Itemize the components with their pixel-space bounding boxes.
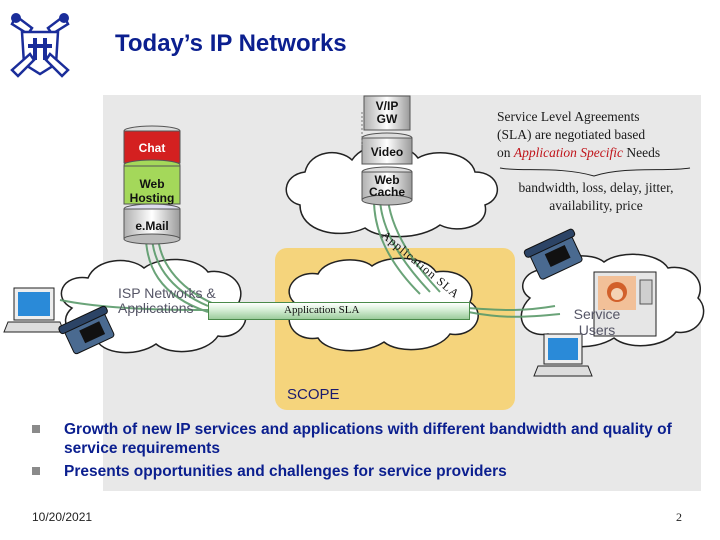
service-users-label: Service Users xyxy=(567,306,627,338)
server-email-label: e.Mail xyxy=(135,219,168,233)
sla-note-line1: Service Level Agreements xyxy=(497,108,697,126)
qos-params: bandwidth, loss, delay, jitter, availabi… xyxy=(498,179,694,215)
page-number: 2 xyxy=(676,510,682,525)
application-sla-bar: Application SLA xyxy=(208,302,470,320)
server-chat-label: Chat xyxy=(139,141,166,155)
server-hosting-label: Hosting xyxy=(130,191,175,205)
sla-note-line2: (SLA) are negotiated based xyxy=(497,126,697,144)
server-web-label: Web xyxy=(139,177,164,191)
qos-params-line2: availability, price xyxy=(498,197,694,215)
application-sla-label: Application SLA xyxy=(284,304,359,316)
bullet-list: Growth of new IP services and applicatio… xyxy=(32,420,692,485)
server-video-label: Video xyxy=(371,145,403,159)
bullet-marker-icon xyxy=(32,425,40,433)
bullet-marker-icon xyxy=(32,467,40,475)
bullet-item: Presents opportunities and challenges fo… xyxy=(32,462,692,481)
scope-label: SCOPE xyxy=(287,386,340,403)
qos-params-line1: bandwidth, loss, delay, jitter, xyxy=(498,179,694,197)
computer-left-icon xyxy=(4,288,64,332)
bullet-item: Growth of new IP services and applicatio… xyxy=(32,420,692,458)
sla-note-line3: on Application Specific Needs xyxy=(497,144,697,162)
sla-emphasis: Application Specific xyxy=(514,145,623,160)
sla-note: Service Level Agreements (SLA) are negot… xyxy=(497,108,697,162)
footer-date: 10/20/2021 xyxy=(32,510,92,524)
brace xyxy=(500,168,690,176)
